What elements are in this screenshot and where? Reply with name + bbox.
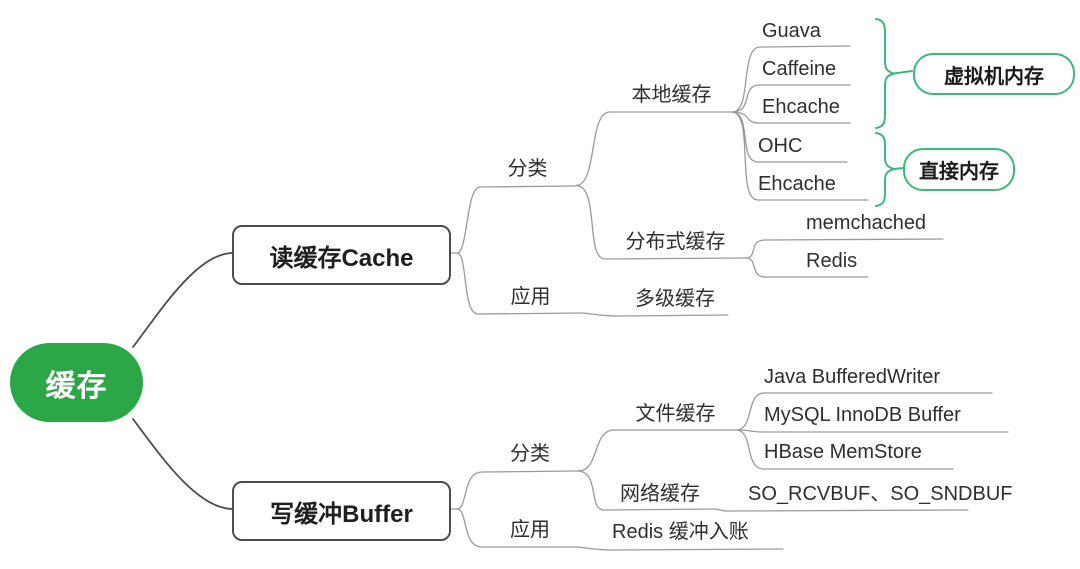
- topic-memchached[interactable]: memchached: [806, 212, 927, 234]
- brace-vm-memory: [875, 18, 895, 129]
- topic-distributed-cache[interactable]: 分布式缓存: [625, 231, 726, 253]
- brace-vm-memory-link: [893, 70, 913, 75]
- topic-file-cache[interactable]: 文件缓存: [635, 403, 716, 425]
- topic-write-buffer[interactable]: 写缓冲Buffer: [232, 481, 451, 541]
- group-label-direct-memory-text: 直接内存: [919, 161, 999, 183]
- group-label-direct-memory[interactable]: 直接内存: [903, 148, 1015, 191]
- group-label-vm-memory[interactable]: 虚拟机内存: [913, 53, 1075, 95]
- root-topic-cache[interactable]: 缓存: [10, 343, 143, 422]
- root-branch-lines: [132, 252, 233, 510]
- topic-write-buffer-label: 写缓冲Buffer: [270, 500, 413, 528]
- topic-connector-lines: [446, 45, 1009, 551]
- topic-mysql-innodb-buffer[interactable]: MySQL InnoDB Buffer: [764, 404, 961, 426]
- topic-redis-buffer-entry[interactable]: Redis 缓冲入账: [612, 521, 749, 543]
- topic-caffeine[interactable]: Caffeine: [762, 58, 837, 80]
- topic-write-category[interactable]: 分类: [510, 443, 550, 465]
- brace-direct-memory: [875, 132, 895, 207]
- topic-read-category[interactable]: 分类: [507, 158, 548, 180]
- group-brace-lines: [875, 18, 913, 207]
- topic-read-cache-label: 读缓存Cache: [269, 244, 414, 272]
- root-topic-label: 缓存: [45, 369, 108, 403]
- topic-read-application[interactable]: 应用: [510, 286, 551, 308]
- topic-read-cache[interactable]: 读缓存Cache: [232, 225, 451, 285]
- topic-network-cache[interactable]: 网络缓存: [620, 483, 700, 505]
- topic-java-bufferedwriter[interactable]: Java BufferedWriter: [764, 366, 941, 388]
- topic-local-cache[interactable]: 本地缓存: [631, 84, 712, 106]
- topic-write-application[interactable]: 应用: [510, 519, 550, 541]
- topic-hbase-memstore[interactable]: HBase MemStore: [764, 441, 922, 463]
- topic-ehcache-offheap[interactable]: Ehcache: [758, 173, 836, 195]
- group-label-vm-memory-text: 虚拟机内存: [944, 65, 1044, 88]
- topic-redis[interactable]: Redis: [806, 250, 858, 272]
- topic-multilevel-cache[interactable]: 多级缓存: [635, 288, 715, 310]
- brace-direct-memory-link: [893, 167, 905, 170]
- topic-ohc[interactable]: OHC: [758, 135, 803, 157]
- topic-ehcache-heap[interactable]: Ehcache: [762, 96, 840, 118]
- topic-guava[interactable]: Guava: [762, 20, 821, 42]
- topic-socket-buffers[interactable]: SO_RCVBUF、SO_SNDBUF: [748, 483, 1013, 505]
